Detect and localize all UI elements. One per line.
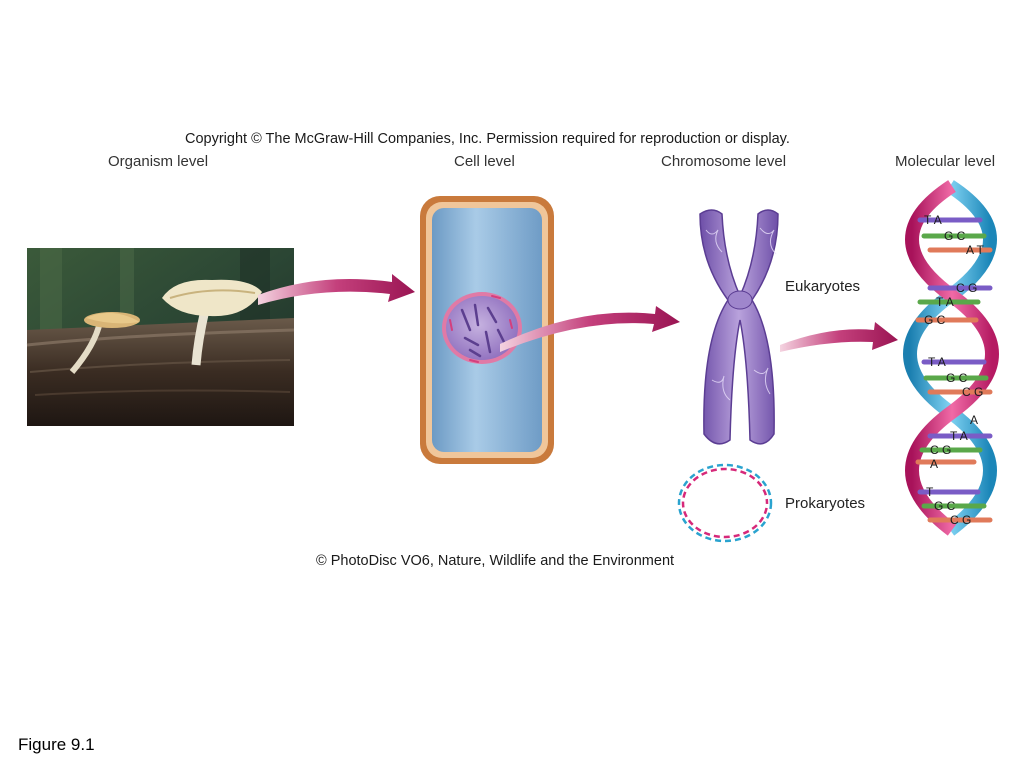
base-pair-label: G C (946, 371, 968, 385)
arrow-organism-to-cell (258, 274, 415, 305)
copyright-notice: Copyright © The McGraw-Hill Companies, I… (185, 131, 790, 147)
base-pair-label: T A (950, 429, 968, 443)
base-pair-label: A (930, 457, 938, 471)
base-pair-label: G C (924, 313, 946, 327)
base-pair-label: A (970, 413, 978, 427)
base-pair-label: C G (956, 281, 977, 295)
mushroom-photo (26, 248, 295, 426)
nucleus (442, 292, 522, 364)
eukaryotes-label: Eukaryotes (785, 278, 861, 295)
arrow-cell-to-chromosome (500, 306, 680, 352)
chromosome-level-label: Chromosome level (661, 153, 787, 170)
base-pair-label: A T (966, 243, 984, 257)
base-pair-label: C G (930, 443, 951, 457)
photo-credit: © PhotoDisc VO6, Nature, Wildlife and th… (316, 553, 675, 569)
organism-level-label: Organism level (108, 153, 209, 170)
dna-double-helix: T A G C A T C G T A G C T A G C C G A T … (903, 180, 999, 536)
base-pair-label: C G (962, 385, 983, 399)
base-pair-label: G C (934, 499, 956, 513)
base-pair-label: T A (936, 295, 954, 309)
base-pair-label: T A (924, 213, 942, 227)
base-pair-label: T (926, 485, 934, 499)
arrow-chromosome-to-molecular (780, 322, 898, 352)
plant-cell (420, 196, 554, 464)
base-pair-label: C G (950, 513, 971, 527)
base-pair-label: G C (944, 229, 966, 243)
figure-label: Figure 9.1 (18, 735, 95, 754)
eukaryotic-chromosome (699, 209, 779, 445)
prokaryotic-chromosome (677, 463, 773, 543)
cell-level-label: Cell level (454, 153, 515, 170)
molecular-level-label: Molecular level (895, 153, 996, 170)
base-pair-label: T A (928, 355, 946, 369)
prokaryotes-label: Prokaryotes (785, 495, 866, 512)
